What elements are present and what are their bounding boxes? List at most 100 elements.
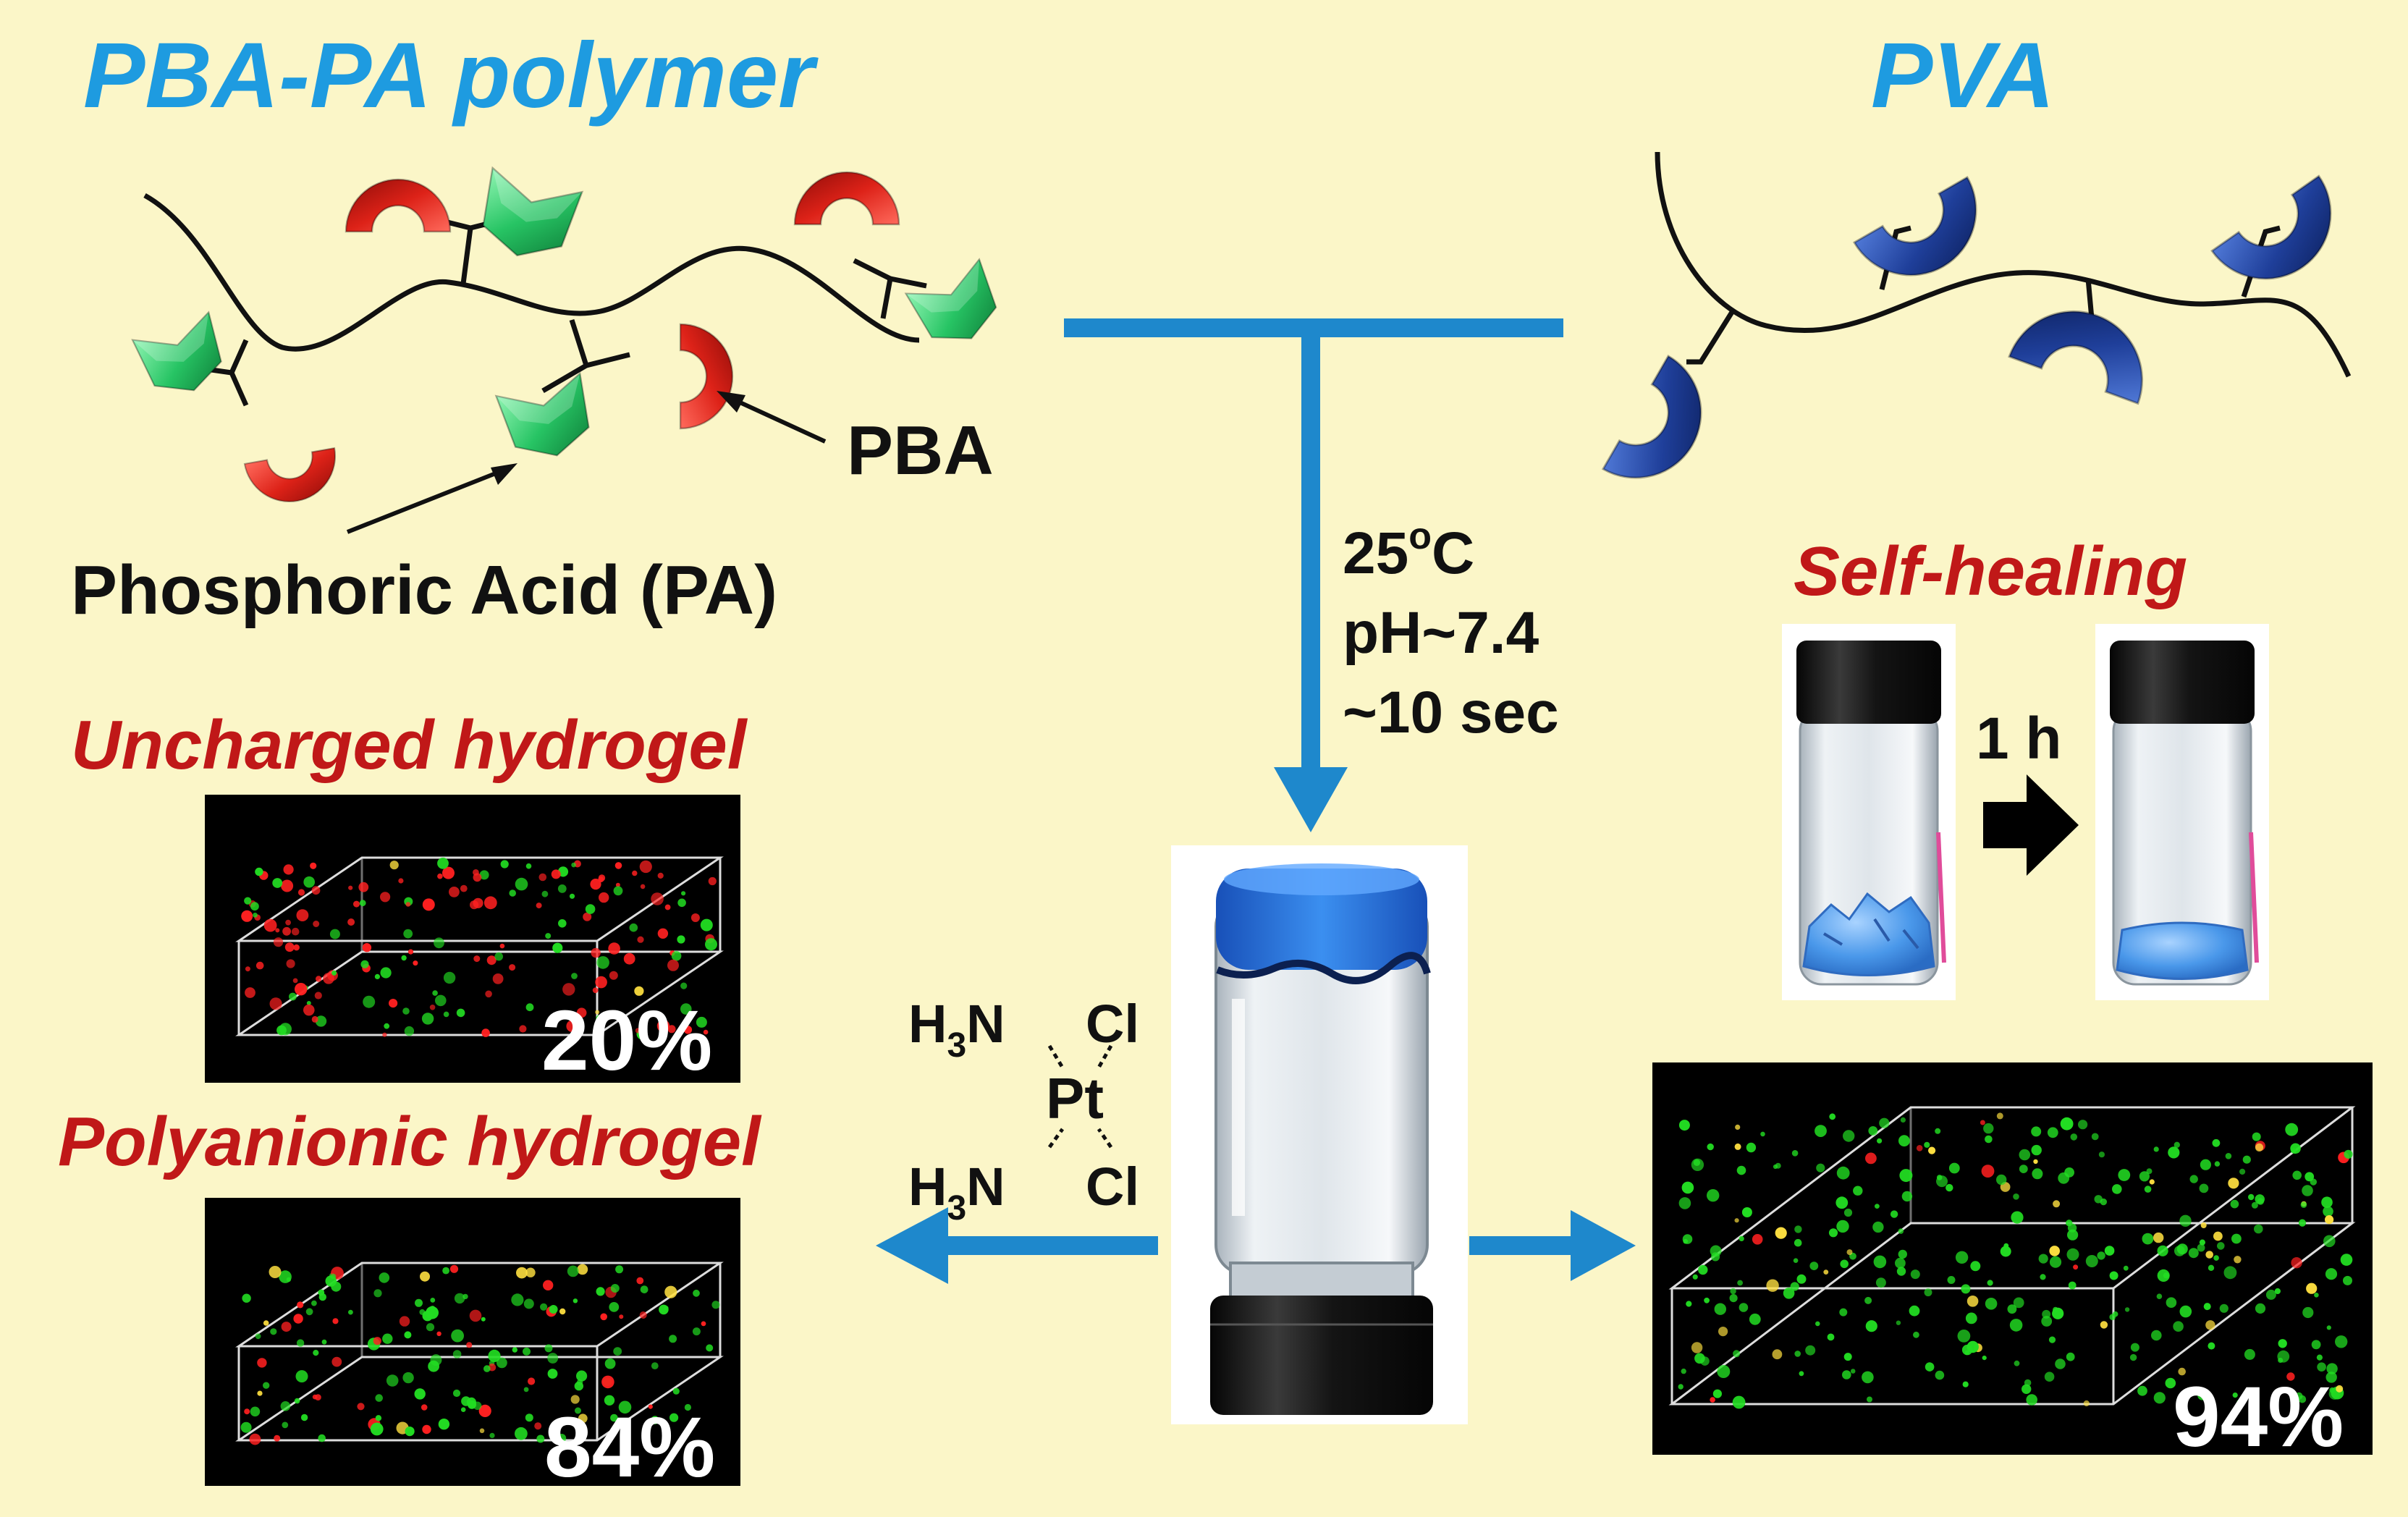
live-cell-dot <box>2066 1248 2079 1261</box>
live-cell-dot <box>1946 1183 1953 1192</box>
live-cell-dot <box>1898 1249 1907 1259</box>
dead-cell-dot <box>323 973 334 984</box>
live-cell-dot <box>2067 1229 2079 1241</box>
pva-side-chains <box>1686 225 2281 365</box>
live-cell-dot <box>2290 1143 2301 1154</box>
live-cell-dot <box>282 1421 289 1429</box>
live-cell-dot <box>680 1003 692 1015</box>
dead-cell-dot <box>244 1408 250 1415</box>
live-cell-dot <box>414 1388 426 1400</box>
live-cell-dot <box>2292 1170 2302 1180</box>
live-cell-dot <box>1681 1181 1694 1194</box>
live-cell-dot <box>2321 1196 2333 1208</box>
live-cell-dot <box>570 1395 580 1404</box>
left-result-arrow <box>876 1207 1158 1284</box>
mixing-stem <box>1301 326 1320 774</box>
live-cell-dot <box>2230 1199 2239 1209</box>
dead-cell-dot <box>297 889 305 896</box>
live-cell-dot <box>2314 1293 2319 1298</box>
live-cell-dot <box>629 923 638 932</box>
dead-cell-dot <box>615 882 620 887</box>
dead-cell-dot <box>648 1404 653 1409</box>
live-cell-dot <box>306 1001 311 1005</box>
live-cell-dot <box>1910 1269 1920 1280</box>
live-cell-dot <box>2100 1321 2108 1329</box>
live-cell-dot <box>2173 1141 2180 1149</box>
live-cell-dot <box>696 1016 707 1028</box>
live-cell-dot <box>2044 1372 2055 1382</box>
live-cell-dot <box>1794 1351 1801 1357</box>
pva-unit-1 <box>1602 355 1726 503</box>
live-cell-dot <box>1772 1349 1783 1360</box>
ph-condition: pH~7.4 <box>1343 600 1539 666</box>
live-cell-dot <box>2000 1246 2011 1257</box>
live-cell-dot <box>2236 1400 2242 1405</box>
dead-cell-dot <box>690 913 700 922</box>
live-cell-dot <box>1828 1228 1838 1238</box>
live-cell-dot <box>456 1008 465 1018</box>
live-cell-dot <box>1794 1225 1802 1233</box>
live-cell-dot <box>2234 1256 2242 1264</box>
live-cell-dot <box>2130 1343 2139 1352</box>
live-cell-dot <box>2118 1169 2131 1181</box>
live-cell-dot <box>1707 1189 1720 1202</box>
pa-green-unit-1 <box>131 311 233 405</box>
live-cell-dot <box>659 1304 669 1315</box>
live-cell-dot <box>2225 1153 2232 1159</box>
live-cell-dot <box>664 1434 669 1440</box>
live-cell-dot <box>558 919 567 928</box>
live-cell-dot <box>2255 1303 2266 1314</box>
dead-cell-dot <box>664 904 671 910</box>
live-cell-dot <box>1698 1264 1708 1275</box>
live-cell-dot <box>1948 1162 1960 1174</box>
live-cell-dot <box>443 1011 449 1018</box>
dead-cell-dot <box>466 1342 473 1348</box>
dead-cell-dot <box>283 864 294 875</box>
live-cell-dot <box>2213 1231 2223 1241</box>
live-cell-dot <box>382 1333 393 1344</box>
self-healing-before-vial <box>1782 624 1956 1000</box>
dead-cell-dot <box>422 1424 431 1434</box>
pba-red-unit-2 <box>345 178 452 233</box>
live-cell-dot <box>1775 1227 1787 1239</box>
live-cell-dot <box>2060 1117 2074 1131</box>
live-cell-dot <box>318 1293 326 1301</box>
dead-cell-dot <box>575 1028 581 1034</box>
dead-cell-dot <box>249 1433 261 1445</box>
live-cell-dot <box>295 1370 308 1383</box>
live-cell-dot <box>1924 1141 1930 1148</box>
live-cell-dot <box>1678 1120 1690 1131</box>
live-cell-dot <box>2343 1275 2352 1285</box>
live-cell-dot <box>1827 1333 1835 1341</box>
dead-cell-dot <box>492 973 504 984</box>
live-cell-dot <box>375 1415 382 1421</box>
live-cell-dot <box>557 884 567 893</box>
live-cell-dot <box>1836 1220 1849 1233</box>
dead-cell-dot <box>296 909 309 921</box>
live-cell-dot <box>1996 1112 2003 1120</box>
live-cell-dot <box>559 1308 566 1315</box>
live-cell-dot <box>2168 1146 2180 1159</box>
self-healing-arrow <box>1983 774 2079 876</box>
live-cell-dot <box>1729 1294 1738 1303</box>
live-cell-dot <box>1733 1350 1741 1358</box>
live-cell-dot <box>2176 1243 2188 1255</box>
live-cell-dot <box>1815 1321 1820 1327</box>
dead-cell-dot <box>292 978 298 984</box>
live-cell-dot <box>420 1271 430 1282</box>
live-cell-dot <box>651 1416 659 1424</box>
live-cell-dot <box>700 918 713 931</box>
live-cell-dot <box>1850 1369 1856 1374</box>
dead-cell-dot <box>543 1280 554 1291</box>
live-cell-dot <box>2257 1198 2264 1205</box>
live-cell-dot <box>462 1293 468 1300</box>
live-cell-dot <box>1678 1197 1691 1209</box>
live-cell-dot <box>1913 1331 1919 1338</box>
live-cell-dot <box>374 973 381 979</box>
live-cell-dot <box>1896 1320 1901 1325</box>
viability-polyanionic: 84% <box>544 1400 715 1495</box>
live-cell-dot <box>1823 1269 1829 1275</box>
live-cell-dot <box>244 897 252 905</box>
dead-cell-dot <box>275 928 280 933</box>
live-cell-dot <box>2033 1159 2038 1165</box>
